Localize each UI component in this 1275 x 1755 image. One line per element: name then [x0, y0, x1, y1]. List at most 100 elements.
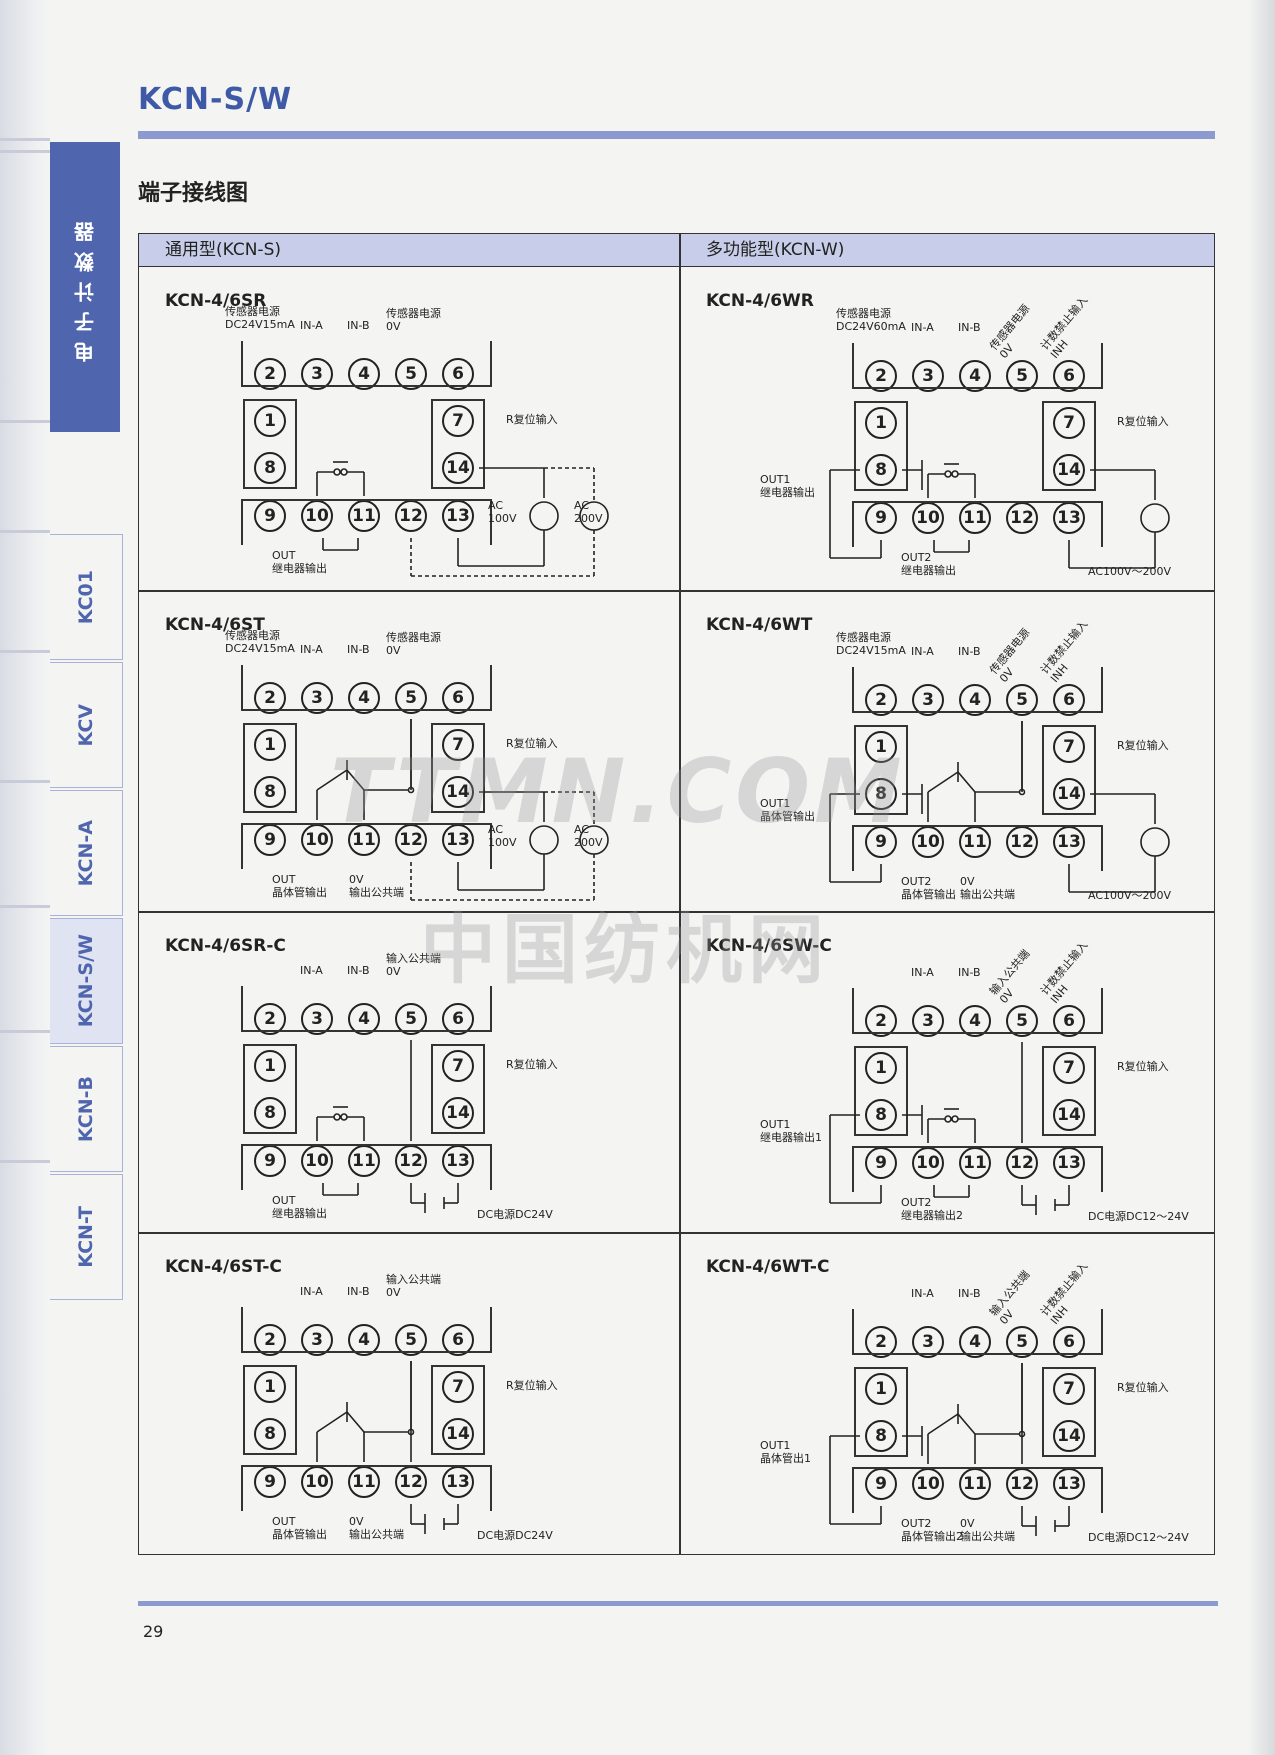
terminal-number: 2 — [865, 1005, 897, 1037]
column-header-multifunction: 多功能型(KCN-W) — [680, 234, 1214, 267]
terminal-number: 12 — [1006, 1147, 1038, 1179]
reset-input-label: R复位输入 — [1117, 1060, 1169, 1073]
power-supply-label: DC电源DC24V — [477, 1208, 553, 1221]
row-divider — [139, 590, 1214, 592]
power-supply-label: DC电源DC12～24V — [1088, 1210, 1189, 1223]
terminal-number: 13 — [1053, 1468, 1085, 1500]
terminal-6: 6 — [437, 998, 479, 1040]
terminal-number: 3 — [912, 1326, 944, 1358]
terminal-number: 5 — [1006, 1326, 1038, 1358]
terminal-number: 10 — [912, 1147, 944, 1179]
terminal-number: 3 — [301, 1003, 333, 1035]
terminal-11: 11 — [954, 1142, 996, 1184]
terminal-7: 7 — [437, 400, 479, 442]
terminal-5: 5 — [390, 353, 432, 395]
terminal-8: 8 — [860, 1094, 902, 1136]
terminal-number: 14 — [442, 1418, 474, 1450]
terminal-1: 1 — [860, 402, 902, 444]
wiring-lines — [829, 1042, 1070, 1215]
terminal-number: 5 — [395, 358, 427, 390]
terminal-9: 9 — [249, 1461, 291, 1503]
terminal-1: 1 — [249, 724, 291, 766]
terminal-block-left — [243, 1365, 297, 1455]
terminal-number: 9 — [254, 500, 286, 532]
terminal-10: 10 — [296, 819, 338, 861]
terminal-number: 13 — [1053, 826, 1085, 858]
terminal-1: 1 — [249, 1366, 291, 1408]
terminal-block-right — [431, 399, 485, 489]
terminal-12: 12 — [390, 1461, 432, 1503]
input-b-label: IN-B — [958, 1287, 981, 1300]
terminal-4: 4 — [954, 679, 996, 721]
terminal-number: 4 — [959, 684, 991, 716]
output1-label: OUT1 继电器输出1 — [760, 1118, 822, 1144]
output-common-label: 0V 输出公共端 — [349, 873, 404, 899]
terminal-block-top — [852, 1309, 1103, 1355]
terminal-block-right — [1042, 725, 1096, 815]
sensor-power-label: 传感器电源 DC24V15mA — [225, 305, 295, 331]
terminal-number: 3 — [301, 358, 333, 390]
terminal-block-left — [854, 401, 908, 491]
terminal-number: 3 — [912, 1005, 944, 1037]
input-b-label: IN-B — [347, 964, 370, 977]
terminal-12: 12 — [390, 819, 432, 861]
terminal-3: 3 — [296, 998, 338, 1040]
sidebar-tab-kcn-b[interactable]: KCN-B — [50, 1046, 123, 1172]
terminal-14: 14 — [437, 447, 479, 489]
sensor-power-label: 传感器电源 DC24V15mA — [836, 631, 906, 657]
power-supply-label: AC100V～200V — [1088, 565, 1172, 578]
terminal-1: 1 — [860, 1368, 902, 1410]
terminal-2: 2 — [249, 353, 291, 395]
terminal-7: 7 — [1048, 1047, 1090, 1089]
terminal-number: 2 — [254, 682, 286, 714]
output2-label: OUT2 晶体管输出2 — [901, 1517, 963, 1543]
terminal-number: 1 — [254, 405, 286, 437]
terminal-14: 14 — [1048, 773, 1090, 815]
terminal-number: 11 — [959, 1468, 991, 1500]
sidebar-tab-kcn-sw[interactable]: KCN-S/W — [50, 918, 123, 1044]
terminal-4: 4 — [343, 998, 385, 1040]
terminal-number: 2 — [865, 684, 897, 716]
terminal-number: 8 — [865, 454, 897, 486]
terminal-block-top — [852, 343, 1103, 389]
reset-input-label: R复位输入 — [506, 1379, 558, 1392]
terminal-number: 3 — [912, 684, 944, 716]
terminal-number: 3 — [912, 360, 944, 392]
terminal-number: 6 — [442, 1003, 474, 1035]
terminal-block-left — [243, 1044, 297, 1134]
terminal-number: 14 — [1053, 1099, 1085, 1131]
sidebar-tab-kc01[interactable]: KC01 — [50, 534, 123, 660]
terminal-11: 11 — [954, 1463, 996, 1505]
power-supply-label: AC100V～200V — [1088, 889, 1172, 902]
title-rule — [138, 131, 1215, 139]
watermark-domain: TTMN.COM — [330, 740, 906, 843]
terminal-5: 5 — [390, 1319, 432, 1361]
terminal-3: 3 — [296, 353, 338, 395]
terminal-7: 7 — [1048, 402, 1090, 444]
sidebar-main-tab[interactable]: 电子计数器 — [50, 142, 120, 432]
terminal-8: 8 — [860, 449, 902, 491]
row-divider — [139, 911, 1214, 913]
wiring-lines — [316, 461, 609, 577]
terminal-block-bottom — [852, 1467, 1103, 1513]
reset-input-label: R复位输入 — [506, 737, 558, 750]
sidebar-tab-kcn-a[interactable]: KCN-A — [50, 790, 123, 916]
output-label: OUT 继电器输出 — [272, 549, 327, 575]
diagram-title: KCN-4/6ST — [165, 615, 265, 635]
terminal-5: 5 — [1001, 355, 1043, 397]
terminal-1: 1 — [860, 726, 902, 768]
terminal-14: 14 — [1048, 1094, 1090, 1136]
terminal-number: 12 — [395, 500, 427, 532]
sidebar-tab-kcn-t[interactable]: KCN-T — [50, 1174, 123, 1300]
terminal-1: 1 — [249, 400, 291, 442]
relay-contact — [944, 1115, 952, 1123]
terminal-number: 12 — [1006, 1468, 1038, 1500]
terminal-2: 2 — [249, 677, 291, 719]
terminal-11: 11 — [343, 819, 385, 861]
reset-input-label: R复位输入 — [1117, 415, 1169, 428]
sidebar-tab-kcv[interactable]: KCV — [50, 662, 123, 788]
